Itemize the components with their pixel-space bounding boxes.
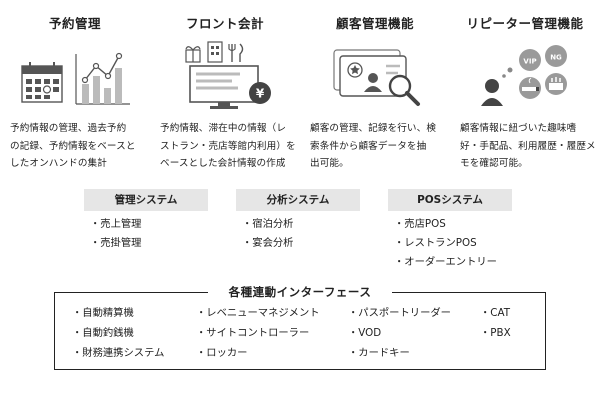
list-item: ・自動釣銭機	[72, 327, 134, 339]
list-item: ・財務連携システム	[72, 347, 165, 359]
feature-title: フロント会計	[185, 16, 264, 31]
member-card-search-icon	[333, 49, 420, 106]
feature-customer-management: 顧客管理機能 顧客の管理、記録を行い、検 索条件から顧客データを抽 出可能。	[300, 0, 450, 178]
interface-column: ・CAT ・PBX	[480, 303, 511, 343]
list-item: ・宿泊分析	[242, 218, 294, 230]
system-item-list: ・売上管理 ・売掛管理	[84, 215, 208, 253]
system-header: 分析システム	[236, 189, 360, 211]
system-item-list: ・宿泊分析 ・宴会分析	[236, 215, 360, 253]
list-item: ・サイトコントローラー	[196, 327, 310, 339]
interface-column: ・パスポートリーダー ・VOD ・カードキー	[348, 303, 451, 363]
system-header: 管理システム	[84, 189, 208, 211]
list-item: ・CAT	[480, 307, 511, 319]
interface-column: ・レベニューマネジメント ・サイトコントローラー ・ロッカー	[196, 303, 320, 363]
feature-title: リピーター管理機能	[466, 16, 584, 31]
system-pos: POSシステム ・売店POS ・レストランPOS ・オーダーエントリー	[388, 189, 512, 272]
feature-title: 顧客管理機能	[335, 16, 414, 31]
list-item: ・カードキー	[348, 347, 410, 359]
feature-description: 顧客情報に紐づいた趣味嗜 好・手配品、利用履歴・履歴メ モを確認可能。	[460, 123, 596, 169]
svg-text:NG: NG	[550, 54, 562, 62]
feature-front-accounting: フロント会計 ¥ 予約情報、滞在中の情報（レ ストラン・売店等館内利用）を ベー…	[150, 0, 300, 178]
list-item: ・自動精算機	[72, 307, 134, 319]
interface-column: ・自動精算機 ・自動釣銭機 ・財務連携システム	[72, 303, 164, 363]
list-item: ・PBX	[480, 327, 511, 339]
feature-reservation: 予約管理 予約情報の管理、過去予約 の記録、予約情報をベースと したオンハンドの…	[0, 0, 150, 178]
system-header: POSシステム	[388, 189, 512, 211]
list-item: ・宴会分析	[242, 237, 294, 249]
list-item: ・売上管理	[90, 218, 142, 230]
list-item: ・レベニューマネジメント	[196, 307, 320, 319]
list-item: ・ロッカー	[196, 347, 248, 359]
interface-title: 各種連動インターフェース	[208, 282, 392, 302]
feature-description: 予約情報の管理、過去予約 の記録、予約情報をベースと したオンハンドの集計	[10, 123, 136, 169]
system-item-list: ・売店POS ・レストランPOS ・オーダーエントリー	[388, 215, 512, 272]
system-management: 管理システム ・売上管理 ・売掛管理	[84, 189, 208, 253]
feature-repeater-management: リピーター管理機能 VIP NG 顧客情報に紐づいた趣味嗜 好・手配品、利用履歴…	[450, 0, 600, 178]
svg-text:¥: ¥	[256, 87, 265, 101]
system-analysis: 分析システム ・宿泊分析 ・宴会分析	[236, 189, 360, 253]
list-item: ・VOD	[348, 327, 382, 339]
repeater-preferences-icon: VIP NG	[481, 45, 567, 106]
calendar-chart-icon	[21, 52, 130, 105]
feature-title: 予約管理	[48, 16, 101, 31]
list-item: ・売掛管理	[90, 237, 142, 249]
list-item: ・オーダーエントリー	[394, 256, 497, 268]
monitor-yen-icon: ¥	[185, 41, 271, 109]
list-item: ・レストランPOS	[394, 237, 477, 249]
feature-description: 予約情報、滞在中の情報（レ ストラン・売店等館内利用）を ベースとした会計情報の…	[160, 123, 296, 169]
list-item: ・売店POS	[394, 218, 446, 230]
feature-description: 顧客の管理、記録を行い、検 索条件から顧客データを抽 出可能。	[310, 123, 437, 169]
svg-text:VIP: VIP	[523, 58, 536, 66]
list-item: ・パスポートリーダー	[348, 307, 451, 319]
